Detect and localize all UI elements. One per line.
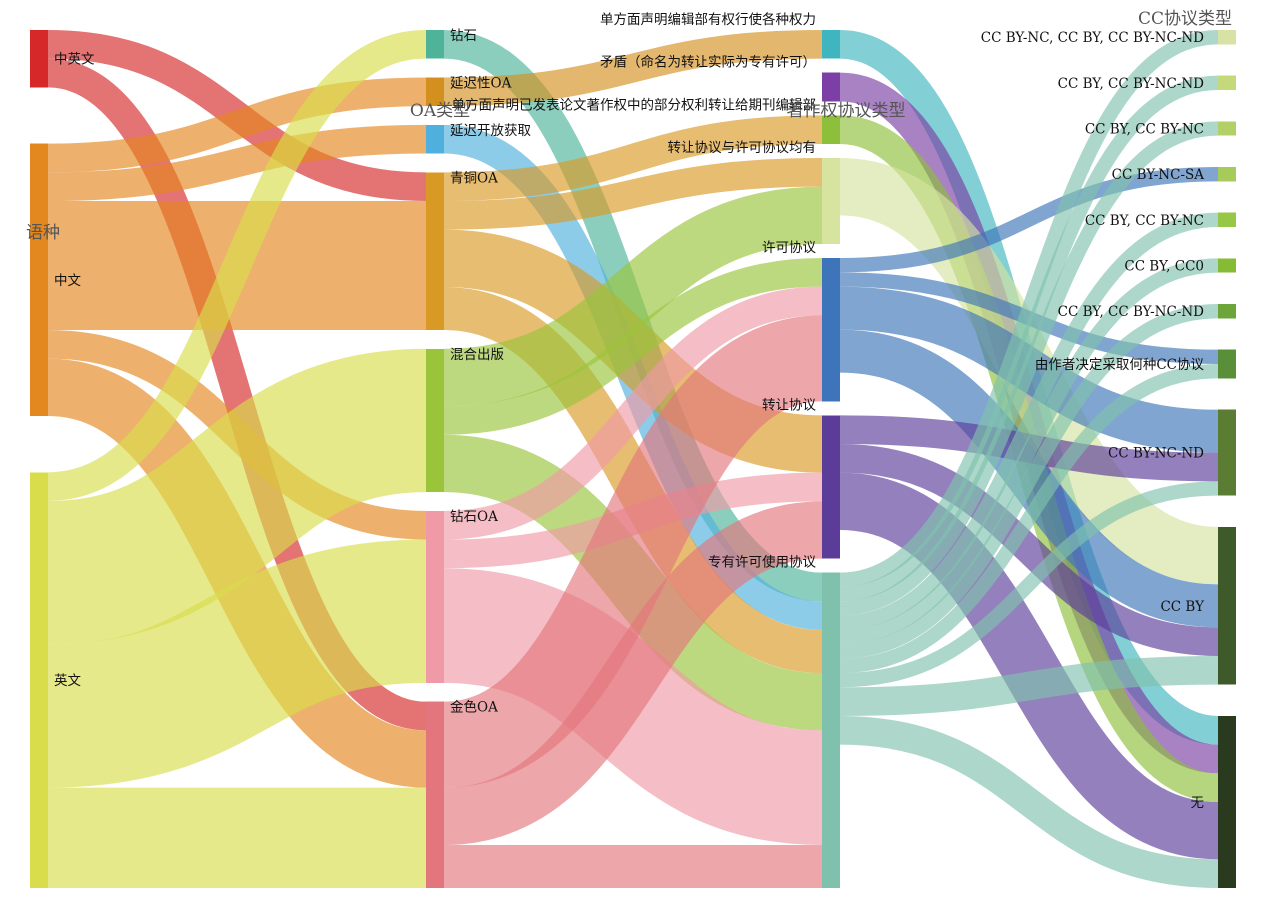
label-cc7: CC BY, CC BY-NC-ND (1058, 304, 1205, 320)
label-en: 英文 (54, 672, 81, 689)
label-c_license: 许可协议 (762, 240, 816, 256)
node-jinse (426, 701, 444, 888)
label-cc5: CC BY, CC BY-NC (1085, 213, 1204, 229)
link-c_exclusive-to-cc7 (839, 304, 1219, 659)
label-c_exclusive: 专有许可使用协议 (708, 554, 816, 571)
link-c_exclusive-to-cc1 (839, 30, 1219, 587)
column-title-lang: 语种 (26, 223, 60, 243)
link-hunhe-to-c_both (443, 186, 823, 407)
node-cc8 (1218, 349, 1236, 379)
nodes-layer (30, 30, 1236, 888)
link-c_exclusive-to-cc9 (839, 481, 1219, 688)
titles-layer: 语种 OA类型 著作权协议类型 CC协议类型 (26, 9, 1232, 243)
label-cc9: CC BY-NC-ND (1108, 446, 1204, 462)
link-c_exclusive-to-cc8 (839, 364, 1219, 673)
node-zh (30, 143, 48, 416)
link-c_exclusive-to-cc3 (839, 121, 1219, 616)
link-c_exclusive-to-cc10 (839, 655, 1219, 717)
node-c_transfer (822, 415, 840, 559)
link-en-to-zuanshi (47, 29, 427, 502)
node-c_exclusive (822, 572, 840, 888)
label-qingtong: 青铜OA (450, 170, 498, 186)
label-cc4: CC BY-NC-SA (1112, 167, 1205, 183)
label-c_partial: 单方面声明已发表论文著作权中的部分权利转让给期刊编辑部 (452, 96, 817, 113)
node-cc1 (1218, 30, 1236, 45)
link-en-to-zuanshioa (46, 539, 428, 788)
label-cc10: CC BY (1160, 599, 1205, 615)
label-zhen: 中英文 (54, 51, 95, 68)
node-c_partial (822, 115, 840, 144)
link-yanchi-to-c_unilateral (443, 29, 823, 107)
label-cc3: CC BY, CC BY-NC (1085, 122, 1204, 138)
column-title-cc: CC协议类型 (1138, 9, 1232, 29)
link-qingtong-to-c_both (443, 157, 823, 230)
node-hunhe (426, 348, 444, 493)
label-zh: 中文 (54, 273, 81, 289)
label-cc11: 无 (1191, 795, 1205, 811)
node-cc10 (1218, 527, 1236, 685)
link-jinse-to-c_license (441, 315, 825, 788)
node-cc7 (1218, 304, 1236, 319)
node-qingtong (426, 172, 444, 330)
node-c_both (822, 158, 840, 244)
label-c_transfer: 转让协议 (762, 397, 816, 413)
node-cc5 (1218, 212, 1236, 227)
node-zuanshioa (426, 510, 444, 683)
label-cc2: CC BY, CC BY-NC-ND (1058, 76, 1205, 92)
column-title-oa: OA类型 (410, 101, 470, 121)
links-layer (46, 29, 1220, 889)
label-yanchi: 延迟性OA (450, 75, 512, 91)
label-jinse: 金色OA (450, 699, 498, 716)
label-c_both: 转让协议与许可协议均有 (668, 140, 817, 156)
node-cc9 (1218, 409, 1236, 496)
link-zh-to-yanchikf (47, 124, 427, 202)
link-c_exclusive-to-cc11 (839, 715, 1219, 889)
link-c_transfer-to-cc10 (839, 443, 1219, 657)
link-c_exclusive-to-cc2 (839, 75, 1219, 602)
link-zh-to-yanchi (47, 77, 427, 173)
link-zuanshioa-to-c_license (443, 286, 823, 540)
node-c_license (822, 258, 840, 402)
link-jinse-to-c_transfer (442, 501, 824, 845)
link-en-to-hunhe (46, 348, 428, 645)
link-c_exclusive-to-cc5 (839, 212, 1219, 630)
column-title-copyright: 著作权协议类型 (787, 101, 906, 121)
node-yanchi (426, 77, 444, 107)
label-cc6: CC BY, CC0 (1124, 259, 1204, 275)
link-c_license-to-cc4 (839, 167, 1219, 273)
node-cc2 (1218, 75, 1236, 90)
node-c_unilateral (822, 30, 840, 59)
node-zuanshi (426, 30, 444, 59)
link-c_exclusive-to-cc6 (839, 258, 1219, 645)
label-zuanshioa: 钻石OA (450, 509, 498, 525)
label-hunhe: 混合出版 (450, 347, 504, 363)
node-cc3 (1218, 121, 1236, 136)
node-en (30, 472, 48, 888)
label-cc1: CC BY-NC, CC BY, CC BY-NC-ND (981, 30, 1204, 46)
link-c_transfer-to-cc11 (838, 472, 1220, 860)
label-c_unilateral: 单方面声明编辑部有权行使各种权力 (600, 11, 816, 28)
label-cc8: 由作者决定采取何种CC协议 (1035, 357, 1205, 373)
node-zhen (30, 30, 48, 88)
node-cc4 (1218, 167, 1236, 182)
label-c_maodun: 矛盾（命名为转让实际为专有许可） (600, 54, 816, 71)
node-cc11 (1218, 716, 1236, 888)
node-c_maodun (822, 72, 840, 102)
label-yanchikf: 延迟开放获取 (450, 123, 531, 139)
node-cc6 (1218, 258, 1236, 273)
node-yanchikf (426, 124, 444, 154)
link-qingtong-to-c_partial (443, 115, 823, 202)
link-hunhe-to-c_license (443, 257, 823, 435)
label-zuanshi: 钻石 (450, 28, 477, 44)
